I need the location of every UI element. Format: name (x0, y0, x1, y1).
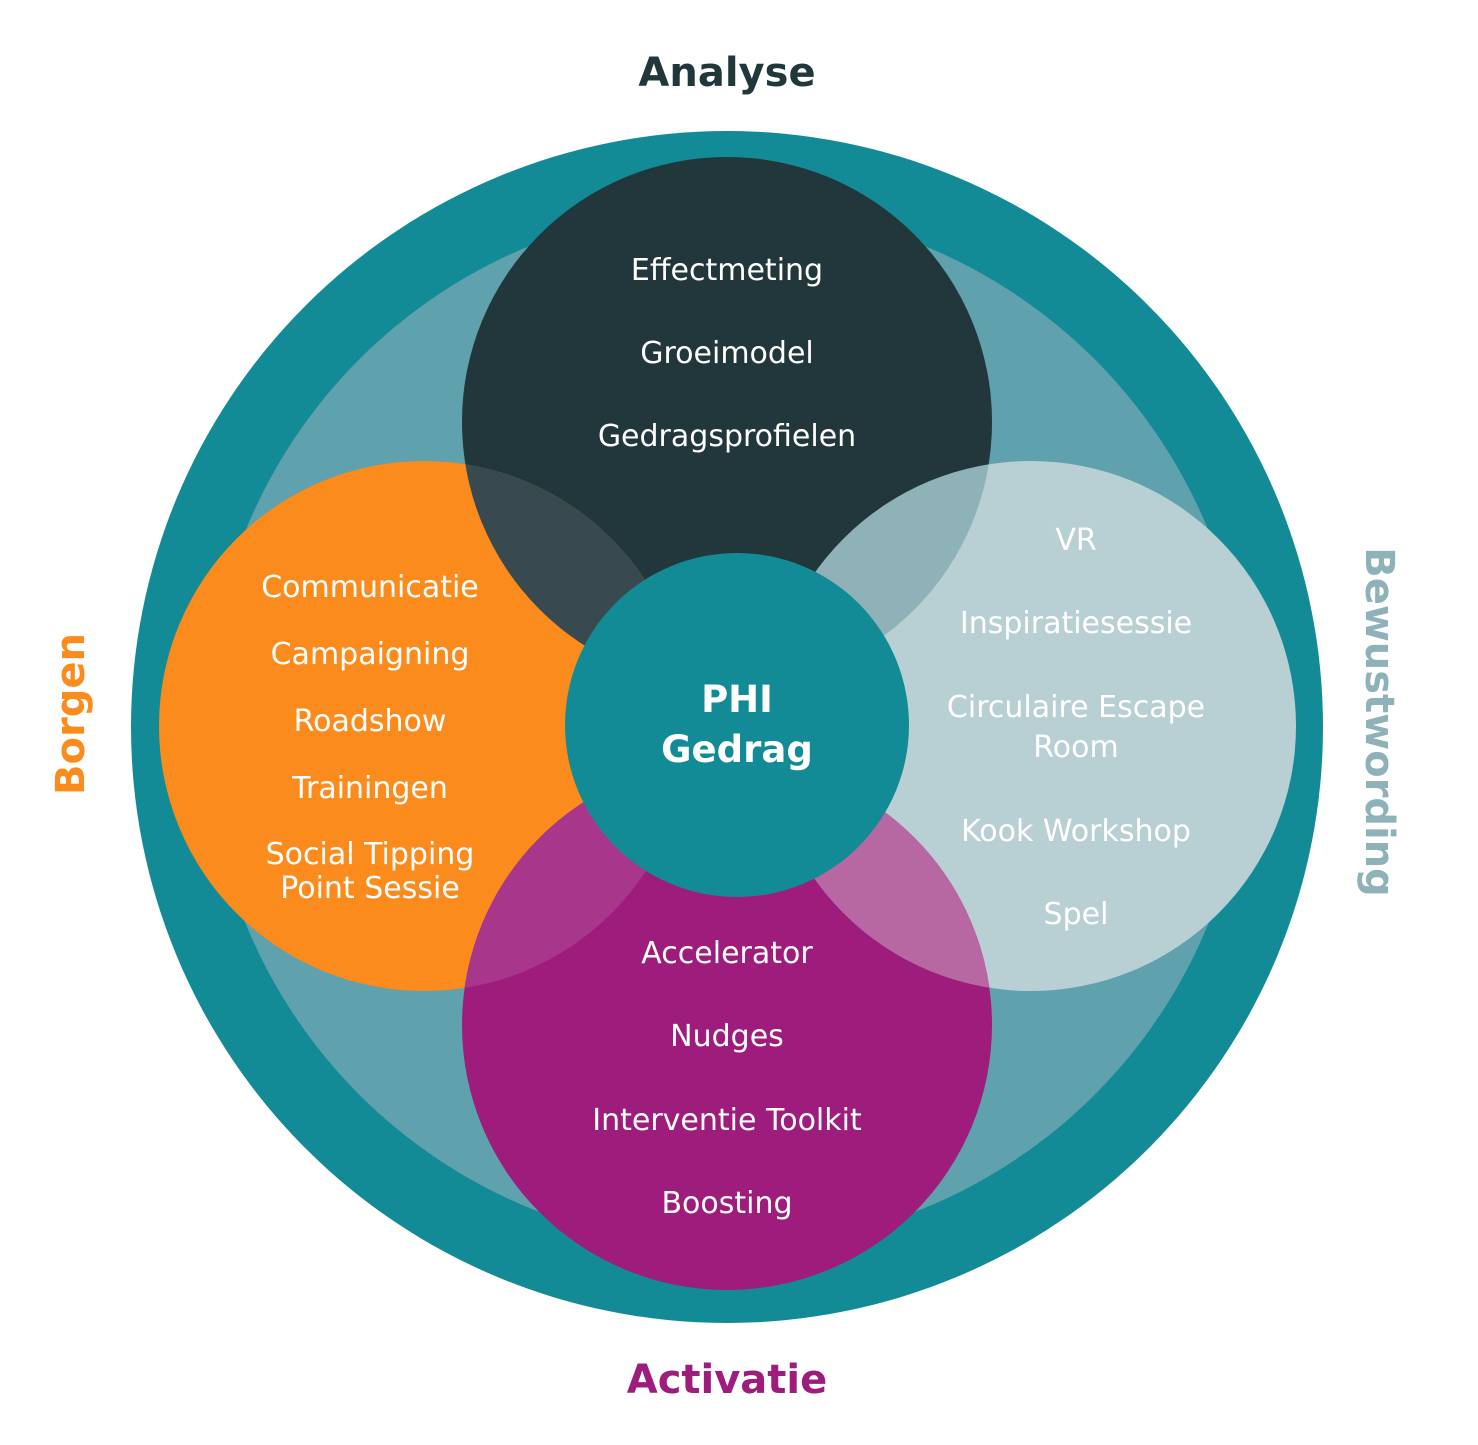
label-analyse: Analyse (638, 50, 815, 96)
activatie-item: Nudges (670, 1019, 784, 1054)
analyse-bewust-lens (766, 461, 992, 687)
borgen-item: Trainingen (291, 771, 448, 806)
bewust-item: Inspiratiesessie (960, 606, 1192, 641)
center-circle (565, 553, 909, 897)
activatie-item: Boosting (661, 1186, 792, 1221)
label-activatie: Activatie (627, 1357, 828, 1403)
borgen-item: Roadshow (294, 704, 447, 739)
borgen-item: Communicatie (261, 570, 479, 605)
bewust-item: Circulaire Escape (947, 690, 1205, 725)
borgen-item: Social Tipping (266, 837, 475, 872)
borgen-item: Campaigning (271, 637, 470, 672)
activatie-bewust-lens (766, 760, 992, 991)
analyse-item: Groeimodel (640, 336, 813, 371)
bewust-item: Spel (1044, 897, 1109, 932)
activatie-item: Accelerator (641, 936, 813, 971)
bewust-item: VR (1055, 523, 1096, 558)
activatie-borgen-lens (462, 760, 689, 991)
bewust-item: Kook Workshop (961, 814, 1191, 849)
analyse-item: Gedragsprofielen (598, 419, 856, 454)
label-bewustwording: Bewustwording (1356, 547, 1402, 897)
label-borgen: Borgen (48, 633, 94, 795)
center-line2: Gedrag (661, 728, 813, 771)
analyse-item: Effectmeting (631, 253, 823, 288)
center-line1: PHI (701, 678, 773, 721)
borgen-item: Point Sessie (280, 871, 460, 906)
activatie-item: Interventie Toolkit (592, 1103, 862, 1138)
bewust-item: Room (1033, 730, 1118, 765)
analyse-borgen-lens (462, 461, 689, 687)
